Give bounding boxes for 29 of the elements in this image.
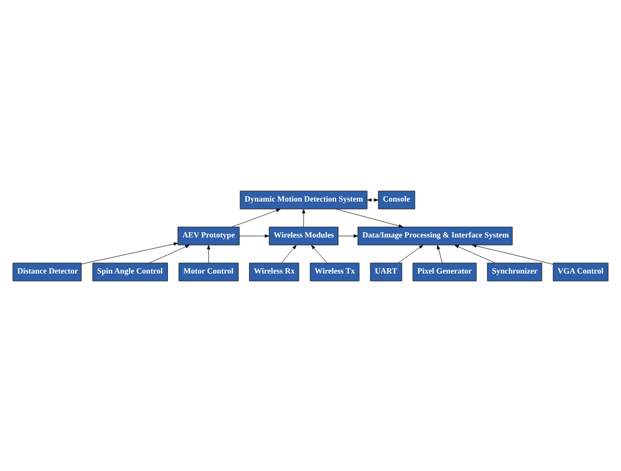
arrow (338, 234, 358, 238)
node-box: Spin Angle Control (92, 262, 168, 281)
arrow (454, 244, 496, 263)
arrow (206, 244, 210, 263)
node-box: Motor Control (178, 262, 239, 281)
arrow (366, 198, 378, 202)
arrow (335, 208, 404, 228)
node-box: UART (370, 262, 402, 281)
arrow (436, 244, 443, 263)
node-box: Wireless Tx (310, 262, 360, 281)
node-box: VGA Control (552, 262, 608, 281)
arrow (232, 208, 281, 227)
arrow (281, 244, 297, 263)
node-box: Dynamic Motion Detection System (240, 190, 368, 209)
arrow (149, 244, 190, 263)
node-box: Distance Detector (12, 262, 82, 281)
node-box: Data/Image Processing & Interface System (358, 226, 513, 245)
node-box: AEV Prototype (178, 226, 240, 245)
arrow (311, 244, 328, 263)
node-box: Synchronizer (487, 262, 542, 281)
arrow (472, 244, 554, 264)
arrow (302, 208, 306, 227)
arrow (398, 244, 424, 263)
node-box: Pixel Generator (412, 262, 477, 281)
node-box: Console (378, 190, 416, 209)
arrow (81, 242, 178, 264)
node-box: Wireless Rx (249, 262, 300, 281)
node-box: Wireless Modules (268, 226, 338, 245)
arrow (239, 234, 270, 238)
